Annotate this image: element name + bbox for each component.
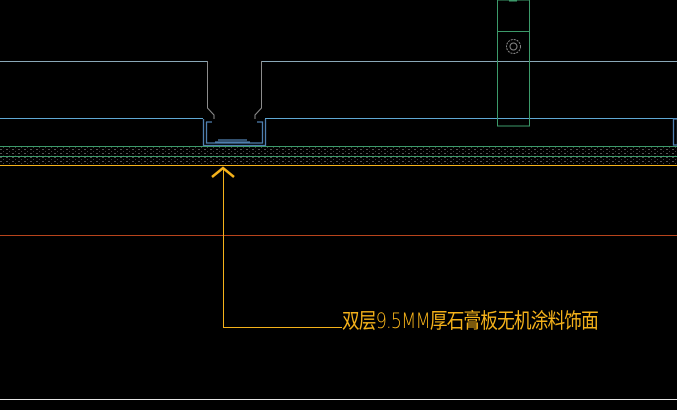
bolt-icon bbox=[506, 39, 521, 54]
edge-channel bbox=[672, 118, 677, 146]
hanger-profile bbox=[207, 61, 262, 119]
annotation-text: 双层9.5MM厚石膏板无机涂料饰面 bbox=[342, 309, 599, 333]
gypsum-layer-2 bbox=[0, 156, 677, 165]
leader-arrow-icon bbox=[211, 166, 235, 178]
bolt-inner bbox=[509, 42, 518, 51]
keel-channel bbox=[202, 119, 267, 147]
gypsum-layer-1 bbox=[0, 146, 677, 156]
leader-line bbox=[223, 169, 342, 328]
support-bracket bbox=[497, 0, 530, 127]
bracket-mark bbox=[509, 0, 517, 2]
